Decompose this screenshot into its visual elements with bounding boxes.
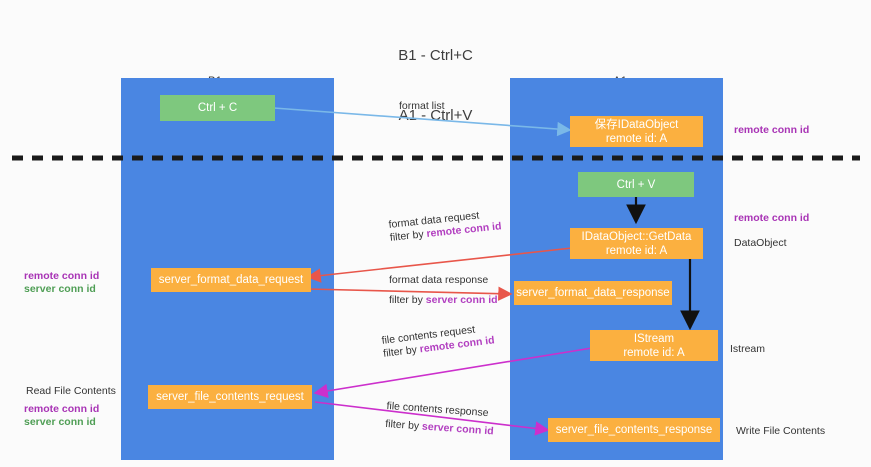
node-server-format-data-response[interactable]: server_format_data_response	[514, 281, 672, 305]
node-server-file-contents-request[interactable]: server_file_contents_request	[148, 385, 312, 409]
edge-label-format-list: format list	[399, 100, 445, 113]
left-label-remote-conn-id-top: remote conn id	[24, 270, 100, 282]
right-label-istream: Istream	[730, 343, 766, 355]
edge-label-format-list-line1: format list	[399, 100, 445, 112]
node-ctrl-c-label: Ctrl + C	[197, 102, 238, 114]
left-label-remote-conn-id-bottom: remote conn id	[24, 403, 100, 415]
node-ctrl-v[interactable]: Ctrl + V	[578, 172, 694, 197]
right-label-dataobject: DataObject	[734, 237, 787, 249]
node-istream-line1: IStream	[633, 332, 675, 345]
node-server-format-data-response-label: server_format_data_response	[516, 287, 670, 299]
node-server-file-contents-response-label: server_file_contents_response	[555, 424, 713, 436]
node-idataobject-store-line2: remote id: A	[605, 132, 668, 145]
edge-file-contents-request	[313, 347, 593, 399]
edge-label-format-data-response-line2: filter by server conn id	[389, 294, 498, 307]
node-idataobject-store[interactable]: 保存IDataObject remote id: A	[570, 116, 703, 147]
node-getdata[interactable]: IDataObject::GetData remote id: A	[570, 228, 703, 259]
left-label-server-conn-id-bottom: server conn id	[24, 416, 96, 428]
filter-prefix-1: filter by	[389, 228, 428, 244]
right-label-write-file-contents: Write File Contents	[736, 425, 826, 437]
node-server-file-contents-response[interactable]: server_file_contents_response	[548, 418, 720, 442]
left-label-read-file-contents: Read File Contents	[26, 385, 116, 397]
filter-prefix-2: filter by	[389, 294, 426, 306]
node-idataobject-store-line1: 保存IDataObject	[594, 118, 679, 131]
node-server-file-contents-request-label: server_file_contents_request	[156, 391, 304, 403]
title-line-1: B1 - Ctrl+C	[398, 47, 473, 64]
node-ctrl-c[interactable]: Ctrl + C	[160, 95, 275, 121]
edge-label-format-data-response: format data response filter by server co…	[389, 274, 498, 307]
node-getdata-line2: remote id: A	[605, 244, 668, 257]
edge-format-data-request	[306, 247, 573, 283]
diagram-title: B1 - Ctrl+C A1 - Ctrl+V	[0, 6, 871, 166]
right-label-remote-conn-id-top: remote conn id	[734, 124, 810, 136]
edge-file-contents-response	[314, 401, 550, 436]
edge-format-list	[273, 107, 572, 137]
right-label-remote-conn-id-mid: remote conn id	[734, 212, 810, 224]
edge-format-data-response	[307, 286, 513, 301]
filter-key-server-conn-id-1: server conn id	[425, 294, 498, 306]
node-ctrl-v-label: Ctrl + V	[616, 178, 656, 191]
node-server-format-data-request-label: server_format_data_request	[158, 274, 304, 286]
node-istream[interactable]: IStream remote id: A	[590, 330, 718, 361]
node-istream-line2: remote id: A	[623, 346, 685, 359]
left-label-server-conn-id-top: server conn id	[24, 283, 96, 295]
edge-label-format-data-response-line1: format data response	[389, 274, 489, 286]
node-server-format-data-request[interactable]: server_format_data_request	[151, 268, 311, 292]
filter-prefix-4: filter by	[384, 417, 423, 433]
node-getdata-line1: IDataObject::GetData	[581, 230, 692, 243]
